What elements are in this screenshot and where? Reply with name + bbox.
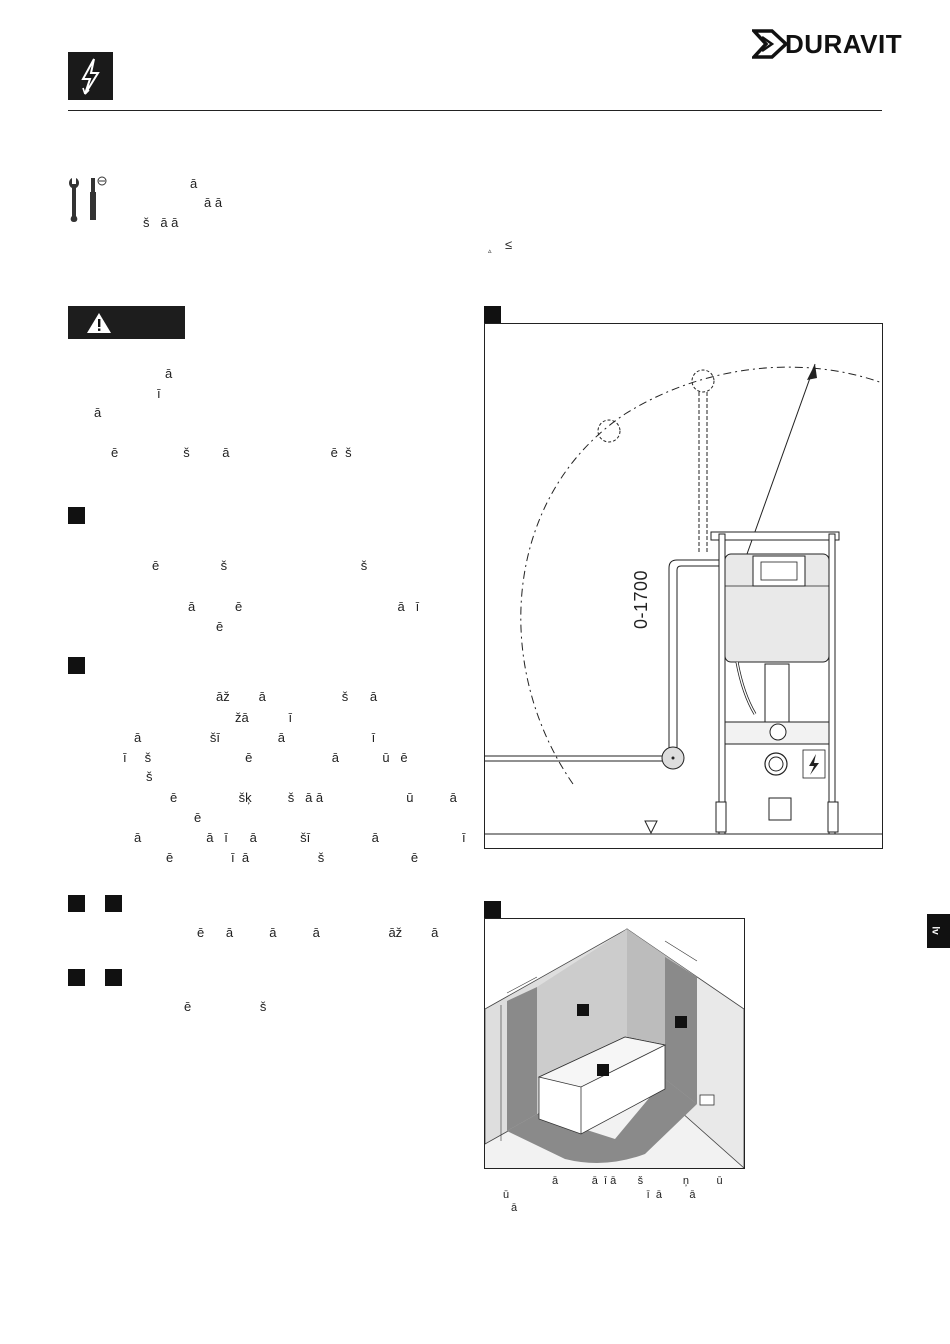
section-marker-4a <box>68 969 85 986</box>
brand-name: DURAVIT <box>785 29 903 59</box>
language-tab-label: lv <box>929 926 941 935</box>
language-tab[interactable]: lv <box>927 914 950 948</box>
section-2-line-6: ē šķ š ā ā ū ā <box>170 790 457 805</box>
section-2-line-4: ī š ē ā ū ē <box>123 750 408 765</box>
figure-2-marker <box>484 901 501 918</box>
electrical-hazard-icon <box>68 52 113 100</box>
section-marker-2 <box>68 657 85 674</box>
section-2-line-5: š <box>146 769 153 784</box>
section-1-line-1: ē š š <box>152 558 368 573</box>
tools-note-line-1: ā <box>190 176 198 191</box>
section-2-line-1: āž ā š ā <box>216 689 378 704</box>
section-4-line-1: ē š <box>184 999 267 1014</box>
figure-2-bathroom-zones <box>484 918 745 1169</box>
right-note: ≤ <box>505 237 513 252</box>
figure-2-caption-2: ū ī ā ā <box>503 1189 696 1201</box>
section-2-line-8: ā ā ī ā šī ā ī <box>134 830 466 845</box>
section-1-line-2: ā ē ā ī <box>188 599 420 614</box>
logo-mark-icon <box>752 29 789 59</box>
figure-2-caption-1: ā ā ī ā š ņ ū <box>552 1175 723 1187</box>
section-2-line-9: ē ī ā š ē <box>166 850 419 865</box>
installation-frame-drawing <box>485 363 882 835</box>
figure-1-marker <box>484 306 501 323</box>
tools-note-line-3: š ā ā <box>143 215 179 230</box>
bathroom-zones-drawing <box>485 928 744 1168</box>
header-divider <box>68 110 882 111</box>
figure-2-caption-3: ā <box>511 1202 518 1214</box>
section-2-line-2: žā ī <box>235 710 293 725</box>
warning-banner <box>68 306 185 339</box>
height-dimension-label: 0-1700 <box>631 569 651 629</box>
section-marker-4b <box>105 969 122 986</box>
warning-text-3: ā <box>94 405 102 420</box>
warning-text-2: ī <box>157 386 161 401</box>
wrench-screwdriver-icon <box>69 176 107 222</box>
figure-1-installation-frame: 0-1700 <box>484 323 883 849</box>
section-marker-1 <box>68 507 85 524</box>
tools-icons <box>66 176 110 229</box>
section-2-line-7: ē <box>194 810 202 825</box>
section-1-line-3: ē <box>216 619 224 634</box>
section-3-line-1: ē ā ā ā āž ā <box>197 925 439 940</box>
warning-text-4: ē š ā ē š <box>111 445 352 460</box>
warning-text-1: ā <box>165 366 173 381</box>
section-2-line-3: ā šī ā ī <box>134 730 376 745</box>
warning-triangle-icon <box>87 313 111 333</box>
tools-note-line-2: ā ā <box>204 195 223 210</box>
section-marker-3b <box>105 895 122 912</box>
small-triangle-icon: ▵ <box>488 248 492 255</box>
section-marker-3a <box>68 895 85 912</box>
